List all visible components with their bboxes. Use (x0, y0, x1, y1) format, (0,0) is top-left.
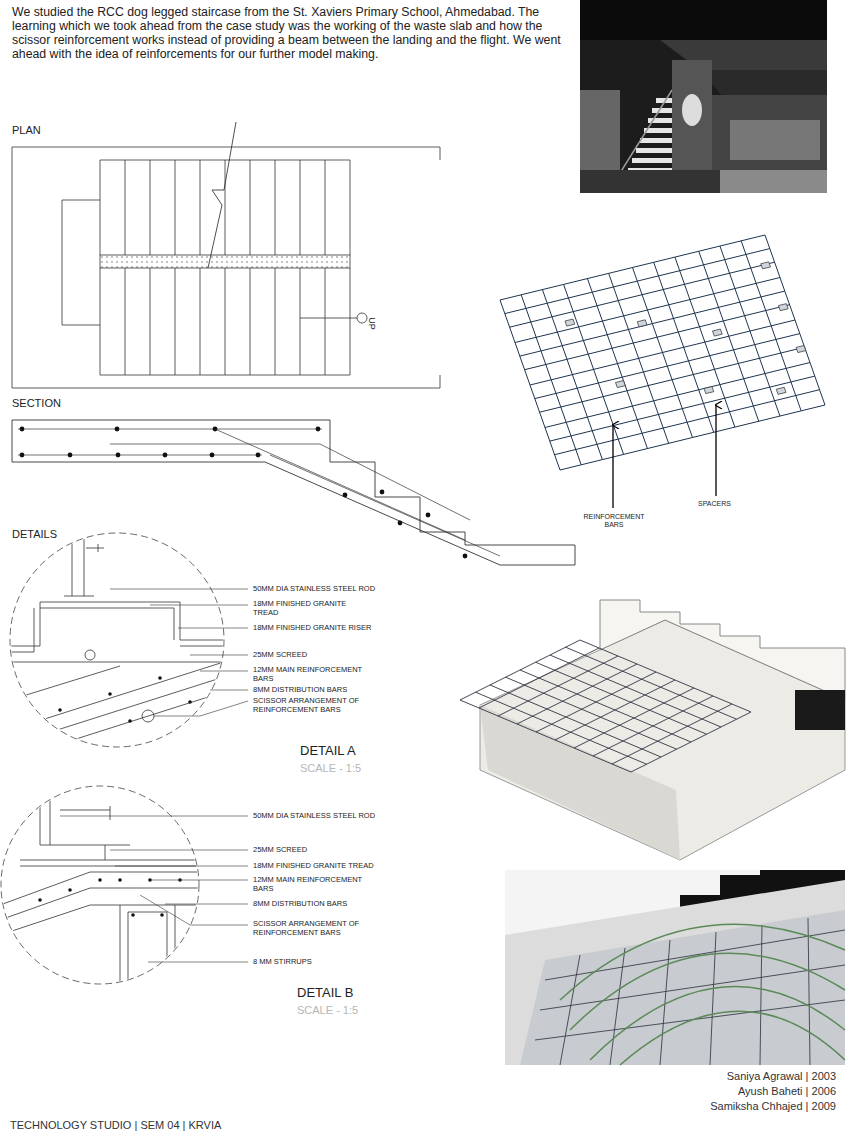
reinforcement-mesh (500, 235, 825, 508)
callout-label: 8MM DISTRIBUTION BARS (253, 686, 423, 695)
detail-title: DETAIL B (297, 986, 353, 1001)
callout-label: 8MM DISTRIBUTION BARS (253, 900, 423, 909)
case-study-photo (580, 0, 827, 193)
callout-label: REINFORCEMENT BARS (578, 513, 650, 529)
scale-note: SCALE - 1:5 (297, 1004, 358, 1017)
detail-b-drawing (0, 786, 248, 990)
callout-label: 50MM DIA STAINLESS STEEL ROD (253, 812, 381, 821)
callout-label: 25MM SCREED (253, 651, 423, 660)
model-photo (460, 600, 845, 860)
callout-label: 50MM DIA STAINLESS STEEL ROD (253, 585, 423, 594)
intro-note: We studied the RCC dog legged staircase … (12, 5, 578, 62)
plan-drawing (12, 122, 440, 388)
callout-label: 12MM MAIN REINFORCEMENT BARS (253, 666, 365, 683)
callout-label: SCISSOR ARRANGEMENT OF REINFORCEMENT BAR… (253, 697, 365, 714)
author-credit: Ayush Baheti | 2006 (596, 1085, 836, 1098)
drawing-title: SECTION (12, 397, 61, 410)
drawing-title: DETAILS (12, 528, 57, 541)
callout-label: 18MM FINISHED GRANITE TREAD (253, 600, 365, 617)
callout-label: 8 MM STIRRUPS (253, 958, 423, 967)
detail-title: DETAIL A (300, 744, 356, 759)
author-credit: Samiksha Chhajed | 2009 (596, 1100, 836, 1113)
callout-label: 12MM MAIN REINFORCEMENT BARS (253, 876, 365, 893)
footer-text: TECHNOLOGY STUDIO | SEM 04 | KRVIA (10, 1119, 221, 1132)
scale-note: SCALE - 1:5 (300, 762, 361, 775)
author-credit: Saniya Agrawal | 2003 (596, 1070, 836, 1083)
callout-label: 18MM FINISHED GRANITE TREAD (253, 862, 423, 871)
direction-mark: UP (367, 317, 377, 330)
callout-label: SCISSOR ARRANGEMENT OF REINFORCEMENT BAR… (253, 920, 388, 937)
callout-label: SPACERS (698, 500, 731, 508)
detail-a-drawing (10, 530, 248, 760)
model-photo (505, 870, 845, 1065)
callout-label: 18MM FINISHED GRANITE RISER (253, 624, 423, 633)
callout-label: 25MM SCREED (253, 846, 423, 855)
drawing-title: PLAN (12, 124, 41, 137)
section-drawing (12, 420, 575, 565)
